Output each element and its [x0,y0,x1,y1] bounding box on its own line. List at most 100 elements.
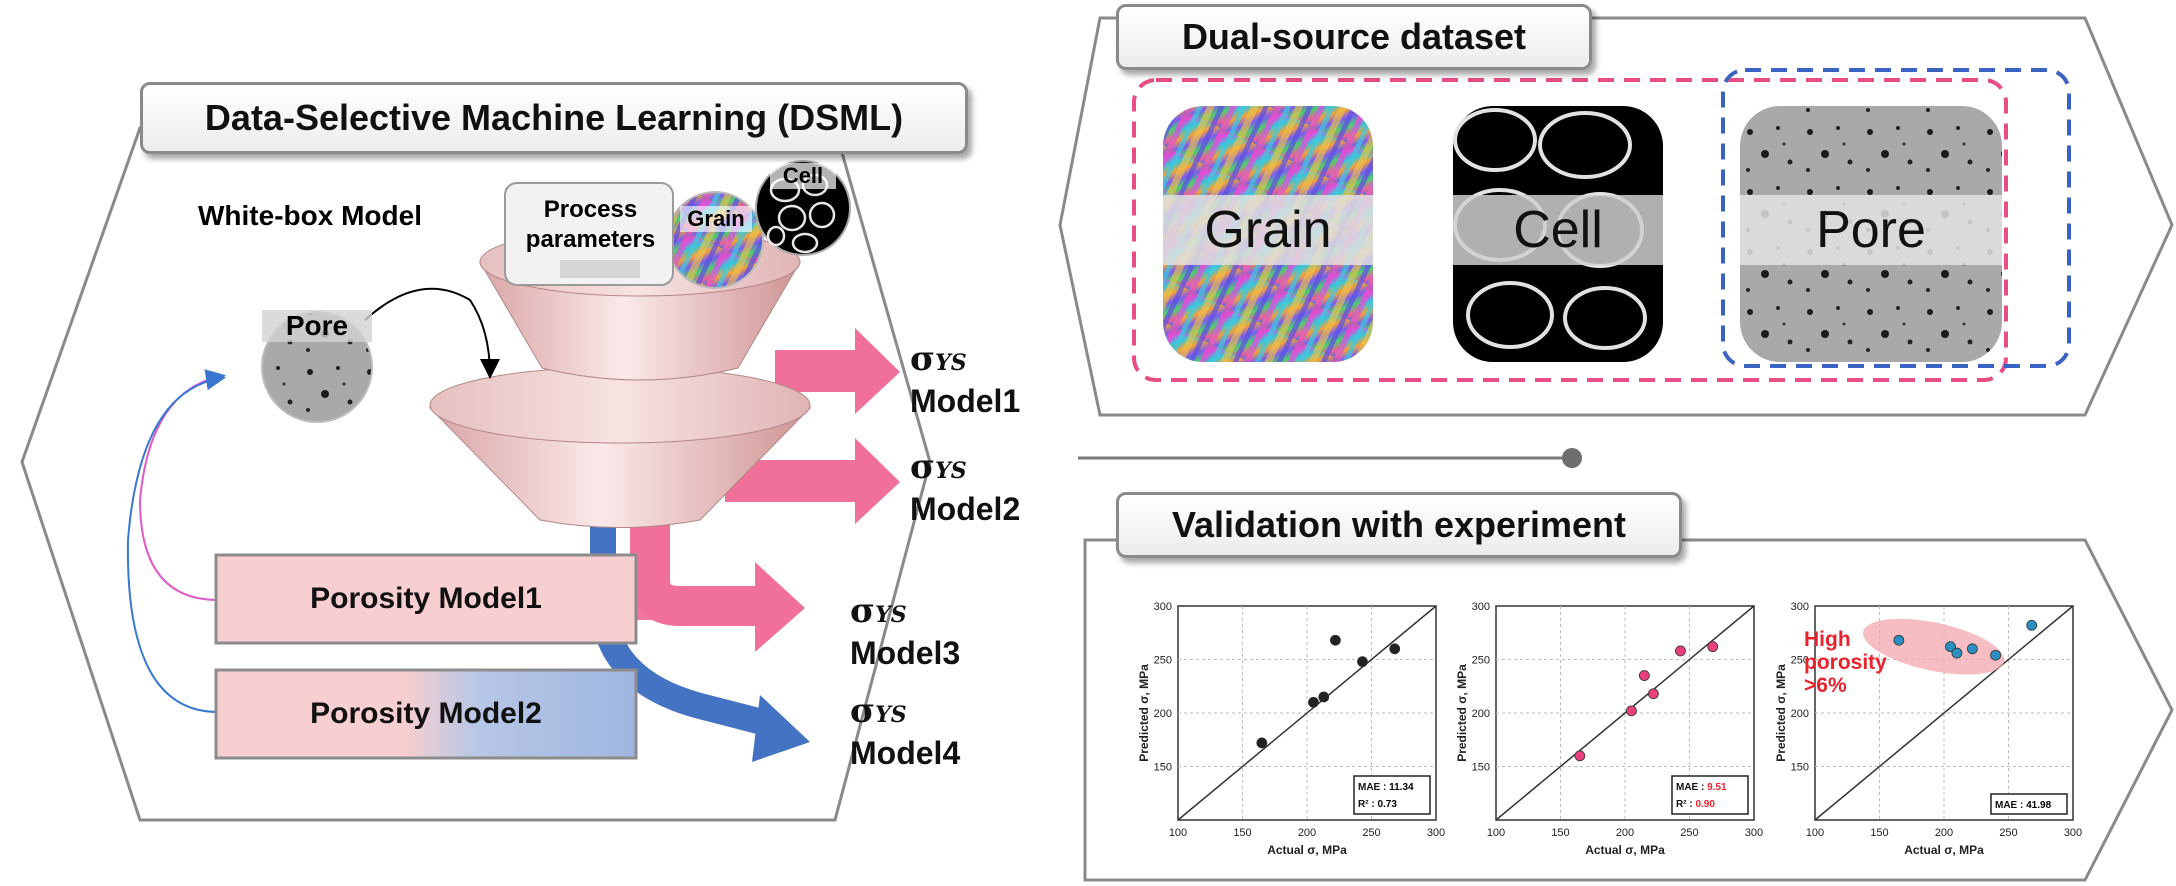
r2-label: R² : [1676,799,1695,810]
model-name: Model1 [910,383,1021,419]
data-point [2026,619,2038,631]
x-axis-label: Actual σ, MPa [1267,843,1347,857]
whitebox-label: White-box Model [198,200,422,231]
data-point [1626,705,1637,717]
metrics-box [1671,775,1749,815]
process-label-line2: parameters [525,226,656,253]
data-point [1966,643,1978,655]
process-label-line1: Process [543,196,638,223]
data-point [1574,750,1586,762]
porosity-model2-box: Porosity Model2 [216,670,636,758]
model-name: Model3 [850,635,961,671]
y-tick-label: 200 [1791,708,1809,720]
data-point [1647,688,1659,700]
dataset-title: Dual-source dataset [1116,4,1592,70]
r2-value: 0.73 [1377,799,1397,810]
annotation-line2: porosity [1804,651,1887,674]
sigma-subscript: YS [935,458,967,484]
x-tick-label: 100 [1169,827,1187,839]
validation-title: Validation with experiment [1116,492,1682,558]
x-tick-label: 100 [1487,827,1505,839]
x-tick-label: 150 [1233,827,1251,839]
mae-label: MAE : [1358,782,1389,793]
data-point [1951,647,1963,659]
mae-label: MAE : [1995,800,2026,811]
sigma-subscript: YS [935,350,967,376]
output-model2: σYS Model2 [910,448,1020,528]
model-name: Model4 [850,735,961,771]
y-tick-label: 250 [1154,655,1172,667]
r2-text: R² : 0.90 [1676,799,1715,810]
x-tick-label: 200 [1935,827,1953,839]
y-tick-label: 300 [1154,601,1172,613]
data-point [1256,737,1268,749]
grain-input-label: Grain [680,206,752,232]
model-name: Model2 [910,491,1021,527]
y-axis-label: Predicted σ, MPa [1455,664,1469,762]
data-point [1675,645,1686,657]
y-tick-label: 200 [1472,708,1490,720]
data-point [1357,656,1368,668]
mae-value: 41.98 [2026,800,2051,811]
annotation-line3: >6% [1804,674,1847,697]
porosity-model1-label: Porosity Model1 [310,582,542,615]
mae-text: MAE : 9.51 [1676,782,1727,793]
y-tick-label: 150 [1791,762,1809,774]
x-tick-label: 250 [1999,827,2017,839]
data-point [1990,649,2001,661]
y-axis-label: Predicted σ, MPa [1774,664,1788,762]
data-point [1329,634,1341,646]
metrics-box [1353,775,1431,815]
porosity-model2-label: Porosity Model2 [310,697,542,730]
y-axis-label: Predicted σ, MPa [1137,664,1151,762]
high-porosity-region [1863,618,2005,675]
sigma-subscript: YS [875,702,907,728]
cell-tile-label: Cell [1513,201,1603,259]
y-tick-label: 150 [1472,762,1490,774]
pore-tile-label: Pore [1816,201,1926,259]
output-model3: σYS Model3 [850,592,960,672]
high-porosity-annotation: High porosity >6% [1804,628,1887,697]
mae-value: 11.34 [1389,782,1414,793]
y-tick-label: 250 [1472,655,1490,667]
x-tick-label: 150 [1870,827,1888,839]
data-point [1945,641,1956,653]
sigma-subscript: YS [875,602,907,628]
mae-text: MAE : 41.98 [1995,800,2052,811]
output-model1: σYS Model1 [910,340,1020,420]
mae-text: MAE : 11.34 [1358,782,1414,793]
data-point [1308,696,1319,708]
porosity-model1-box: Porosity Model1 [216,555,636,643]
x-tick-label: 300 [1427,827,1445,839]
grain-tile-label: Grain [1204,201,1332,259]
reference-line [1177,605,1437,821]
reference-line [1814,605,2074,821]
y-tick-label: 300 [1791,601,1809,613]
x-tick-label: 200 [1616,827,1634,839]
x-axis-label: Actual σ, MPa [1585,843,1665,857]
r2-label: R² : [1358,799,1377,810]
mae-value: 9.51 [1707,782,1727,793]
sigma-symbol: σ [910,339,936,379]
sigma-symbol: σ [850,691,876,731]
annotation-line1: High [1804,628,1851,651]
pore-input-label: Pore [262,310,372,342]
data-point [1389,643,1401,655]
x-tick-label: 300 [2064,827,2082,839]
x-tick-label: 250 [1362,827,1380,839]
r2-value: 0.90 [1695,799,1715,810]
data-point [1707,641,1719,653]
output-model4: σYS Model4 [850,692,960,772]
metrics-box [1990,793,2068,815]
data-point [1318,691,1330,703]
cell-input-label: Cell [770,163,836,189]
x-tick-label: 100 [1806,827,1824,839]
y-tick-label: 150 [1154,762,1172,774]
sigma-symbol: σ [910,447,936,487]
process-parameters-label: Process parameters [508,195,673,255]
